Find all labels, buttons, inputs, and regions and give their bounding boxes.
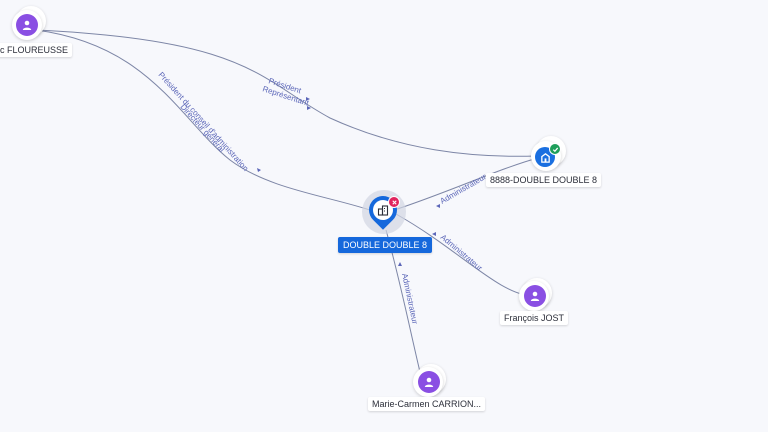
- person-icon: [418, 371, 440, 393]
- node-label: 8888-DOUBLE DOUBLE 8: [486, 173, 602, 187]
- node-label: DOUBLE DOUBLE 8: [338, 237, 433, 253]
- arrow-marker: [257, 168, 261, 172]
- edge-label-administrateur-8888: Administrateur: [439, 172, 488, 206]
- edge-label-administrateur-jost: Administrateur: [439, 233, 485, 273]
- person-icon: [16, 14, 38, 36]
- person-icon: [524, 285, 546, 307]
- edge-label-directeur-general: Directeur général: [179, 102, 227, 154]
- arrow-marker: [436, 204, 440, 208]
- node-label: c FLOUREUSSE: [0, 43, 73, 57]
- verified-badge-icon: [549, 143, 561, 155]
- edge-8888-to-double-double-8[interactable]: [387, 157, 539, 213]
- closed-badge-icon: [388, 196, 400, 208]
- arrow-marker: [306, 97, 310, 101]
- node-label: Marie-Carmen CARRION...: [368, 397, 486, 411]
- arrow-marker: [398, 262, 402, 266]
- edge-floureusse-to-8888[interactable]: [35, 29, 537, 157]
- arrow-marker: [432, 232, 436, 236]
- node-label: François JOST: [500, 311, 569, 325]
- edge-floureusse-to-double-double-8[interactable]: [35, 29, 377, 213]
- arrow-marker: [307, 106, 311, 110]
